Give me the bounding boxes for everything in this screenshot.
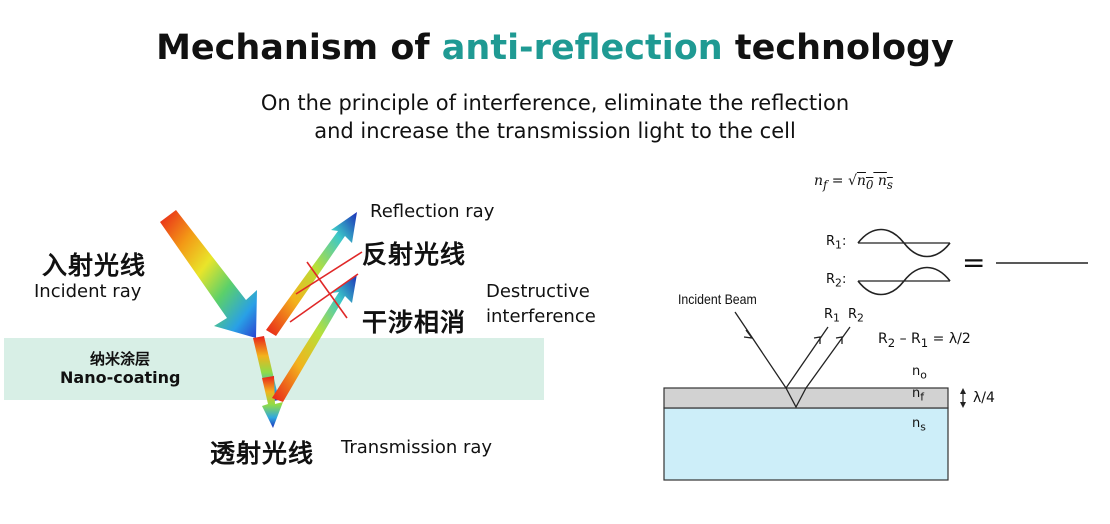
ray-r1-sub: 1 — [833, 311, 840, 325]
ns-sub: s — [920, 420, 926, 434]
interference-cross-3 — [295, 251, 363, 295]
incident-ray-label-cn: 入射光线 — [42, 251, 147, 280]
interference-label-cn: 干涉相消 — [362, 308, 467, 337]
r2-sub: 2 — [835, 276, 842, 290]
thickness-arrow-top — [960, 388, 966, 394]
nf-sub: f — [920, 390, 925, 404]
pd-minus-r1: – R — [895, 331, 921, 347]
r1-sub: 1 — [835, 238, 842, 252]
title-prefix: Mechanism of — [156, 28, 442, 68]
formula-n0: n — [856, 173, 866, 189]
thickness-arrow-bottom — [960, 402, 966, 408]
thickness-label: λ/4 — [973, 390, 995, 406]
reflected-r2-arrowhead — [835, 336, 843, 344]
reflection-ray — [266, 212, 357, 336]
path-difference-label: R2 – R1 = λ/2 — [878, 331, 971, 350]
n0-letter: n — [912, 364, 921, 379]
formula-eq: = √ — [827, 173, 857, 189]
pd-eq: = — [928, 331, 949, 347]
second-reflection-ray — [272, 274, 357, 402]
incident-beam — [734, 311, 787, 389]
page-title: Mechanism of anti-reflection technology — [0, 28, 1110, 68]
interference-cross-1 — [306, 261, 348, 319]
subtitle-line-1: On the principle of interference, elimin… — [260, 91, 850, 115]
transmission-ray-label-en: Transmission ray — [341, 437, 493, 458]
pd-value: λ/2 — [948, 331, 971, 347]
r2-colon: : — [841, 272, 847, 287]
ray-r1-letter: R — [824, 307, 834, 322]
nf-letter: n — [912, 386, 921, 401]
waves-equals-sign: = — [962, 246, 986, 279]
transmission-ray-label-cn: 透射光线 — [210, 439, 315, 468]
interference-label-en-2: interference — [486, 306, 596, 327]
reflected-r1 — [785, 326, 829, 389]
r2-letter: R — [826, 272, 836, 287]
ns-letter: n — [912, 416, 921, 431]
r2-wave-label: R2: — [826, 272, 846, 290]
formula-n0-sub: 0 — [865, 177, 874, 192]
reflected-r1-arrowhead — [813, 336, 821, 344]
refractive-index-formula: nf = √n0 ns — [814, 173, 893, 192]
substrate-layer — [663, 407, 949, 481]
incident-beam-arrowhead — [743, 329, 754, 339]
formula-radicand: n0 ns — [856, 173, 893, 192]
nf-label: nf — [912, 386, 924, 404]
reflection-ray-label-cn: 反射光线 — [362, 240, 467, 269]
ray-r2-letter: R — [848, 307, 858, 322]
r1-letter: R — [826, 234, 836, 249]
interference-label-en-1: Destructive — [486, 281, 590, 302]
pd-r1-sub: 1 — [920, 335, 929, 350]
n0-label: no — [912, 364, 927, 382]
film-ray-path — [785, 387, 807, 409]
incident-beam-label: Incident Beam — [678, 291, 757, 307]
film-layer — [663, 387, 949, 409]
incident-ray — [160, 210, 257, 338]
subtitle-line-2: and increase the transmission light to t… — [314, 119, 796, 143]
pd-r2: R — [878, 331, 888, 347]
incident-ray-label-en: Incident ray — [34, 281, 142, 302]
formula-ns: n — [873, 173, 887, 189]
ray-r1-label: R1 — [824, 307, 840, 325]
formula-nf: n — [814, 173, 824, 189]
reflection-ray-label-en: Reflection ray — [370, 201, 495, 222]
r1-colon: : — [841, 234, 847, 249]
transmission-ray — [262, 376, 283, 428]
n0-sub: o — [920, 368, 927, 382]
title-suffix: technology — [722, 28, 954, 68]
ray-r2-label: R2 — [848, 307, 864, 325]
r1-wave-label: R1: — [826, 234, 846, 252]
formula-nf-sub: f — [823, 177, 828, 192]
pd-r2-sub: 2 — [887, 335, 896, 350]
title-highlight: anti-reflection — [441, 28, 723, 68]
reflected-r2 — [805, 326, 851, 389]
formula-ns-sub: s — [886, 177, 893, 192]
ns-label: ns — [912, 416, 926, 434]
ray-r2-sub: 2 — [857, 311, 864, 325]
coating-label-cn: 纳米涂层 — [89, 350, 150, 368]
coating-label-en: Nano-coating — [60, 368, 181, 387]
interference-cross-2 — [289, 273, 359, 323]
